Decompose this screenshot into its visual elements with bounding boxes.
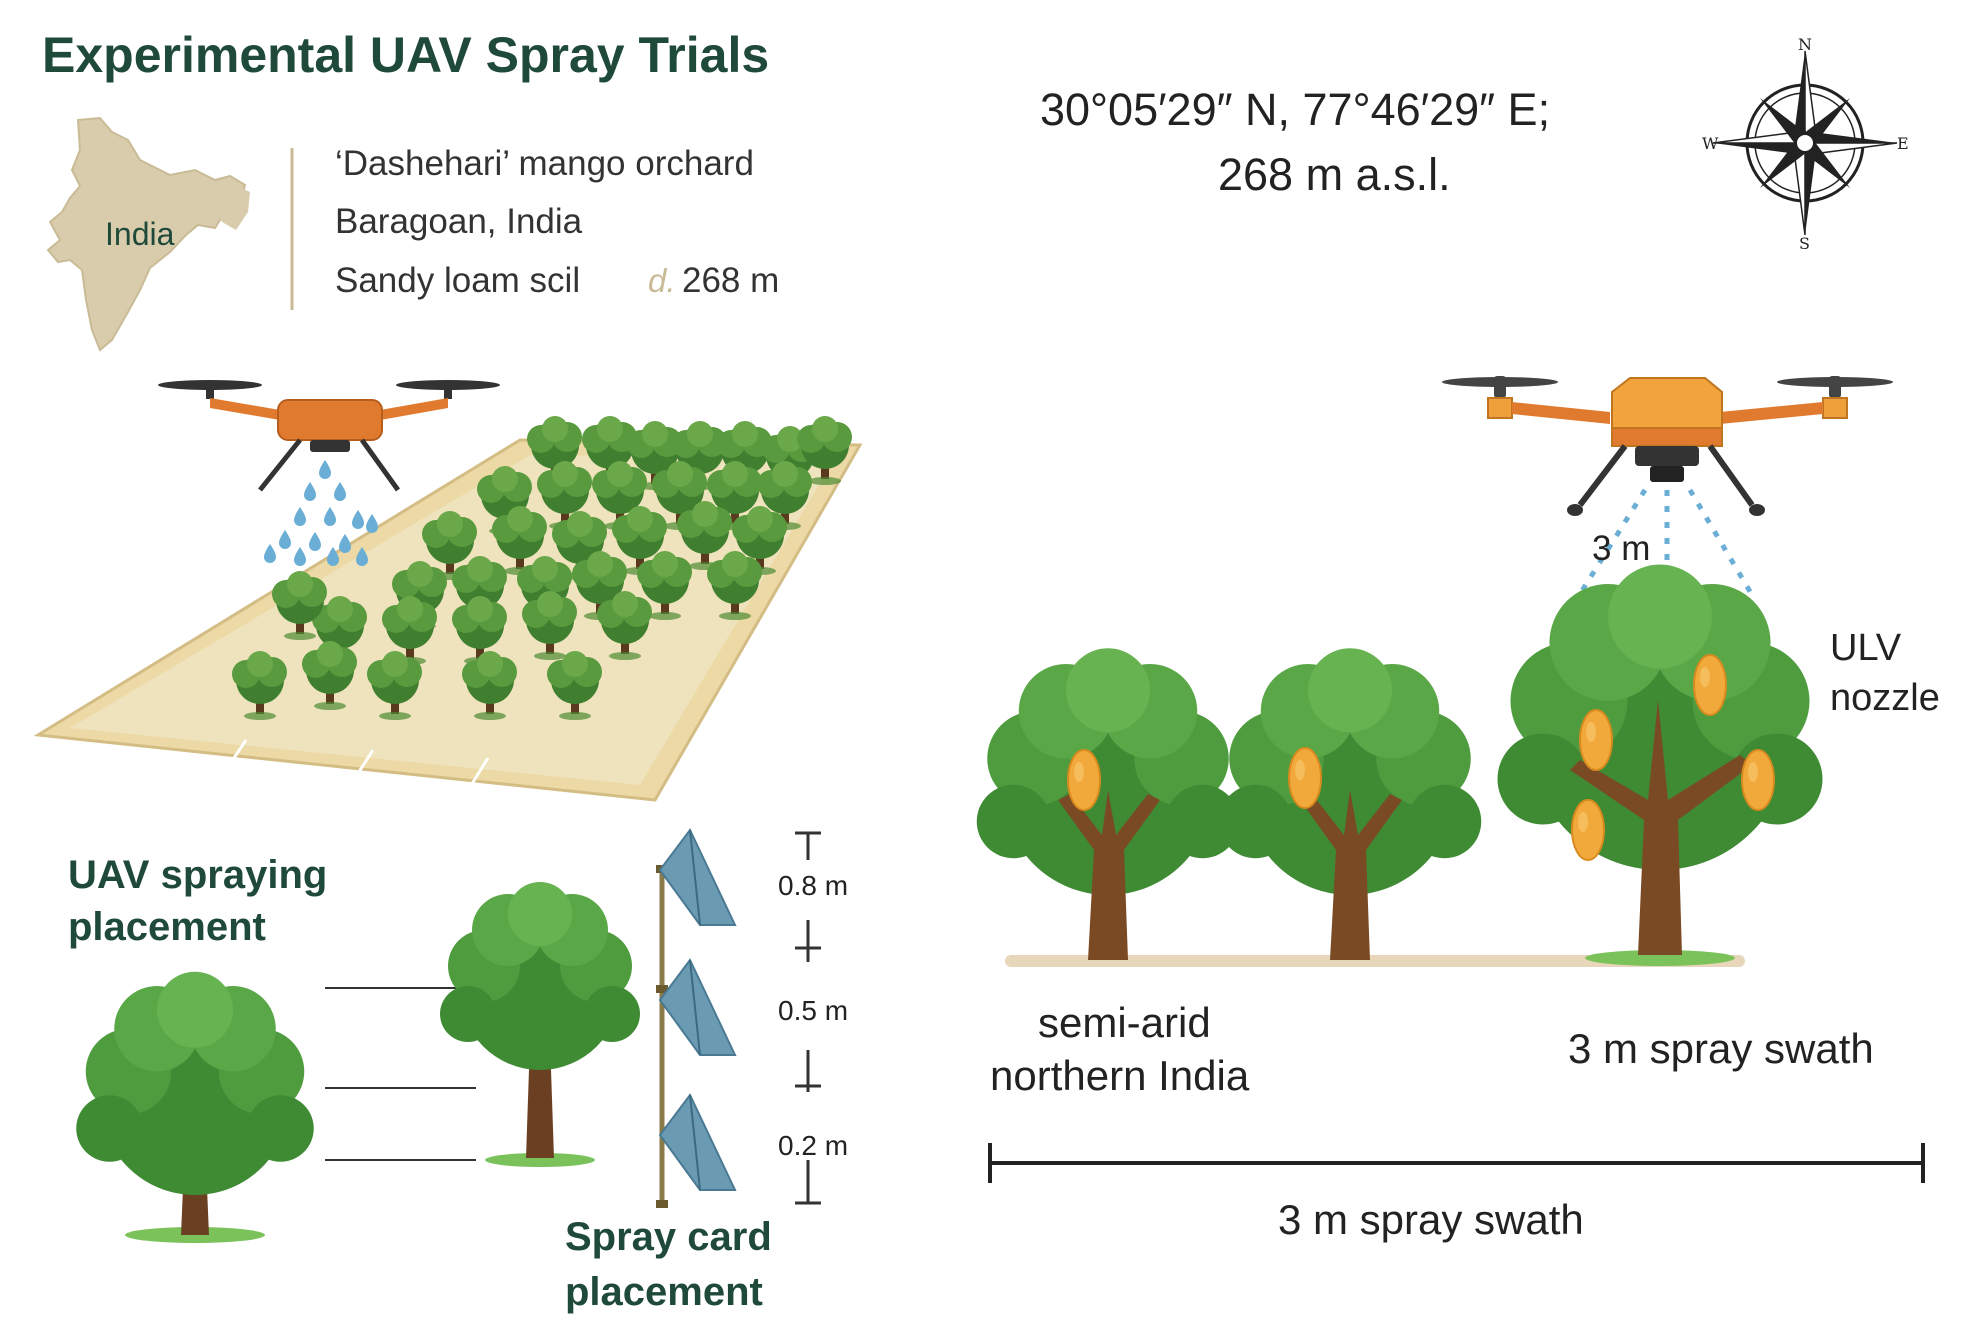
card-height-middle: 0.5 m: [778, 995, 848, 1026]
card-height-top: 0.8 m: [778, 870, 848, 901]
compass-w: W: [1702, 134, 1719, 153]
ulv-nozzle-label: ULV: [1830, 627, 1902, 669]
ulv-nozzle-label-2: nozzle: [1830, 677, 1940, 719]
mango-tree-3: [1497, 564, 1823, 955]
swath-scale-bar: [988, 1143, 1925, 1183]
swath-label-upper: 3 m spray swath: [1568, 1025, 1874, 1072]
ground-strip: [1005, 950, 1745, 967]
uav-spraying-label: UAV spraying: [68, 853, 327, 897]
compass-s: S: [1799, 234, 1810, 253]
stray-glyph: d.: [648, 262, 676, 299]
spray-card-bottom: [659, 1094, 736, 1191]
mango-tree-1: [976, 648, 1240, 960]
tree-middle-left: [440, 882, 640, 1167]
spray-card-top: [659, 829, 736, 926]
uav-drone-icon-left: [158, 380, 500, 492]
india-map: [46, 116, 250, 352]
uav-spraying-label-2: placement: [68, 905, 266, 949]
card-height-bottom: 0.2 m: [778, 1130, 848, 1161]
spray-card-pole: [656, 865, 668, 1208]
page-title: Experimental UAV Spray Trials: [42, 27, 769, 83]
climate-label-2: northern India: [990, 1052, 1250, 1099]
spray-card-label-2: placement: [565, 1270, 763, 1314]
tree-small-left: [76, 971, 314, 1243]
spray-drops-left: [264, 460, 378, 566]
card-height-ruler: [795, 831, 821, 1205]
coordinates-line1: 30°05′29″ N, 77°46′29″ E;: [1040, 84, 1550, 135]
swath-label-lower: 3 m spray swath: [1278, 1196, 1584, 1243]
compass-rose-icon: [1712, 50, 1898, 236]
soil-type: Sandy loam scil: [335, 261, 580, 300]
spray-card-label: Spray card: [565, 1215, 772, 1259]
compass-n: N: [1798, 35, 1812, 54]
orchard-name: ‘Dashehari’ mango orchard: [335, 144, 754, 183]
coordinates-line2: 268 m a.s.l.: [1218, 149, 1451, 200]
spray-height-label: 3 m: [1592, 529, 1650, 568]
site-location: Baragoan, India: [335, 202, 583, 241]
spray-card-middle: [659, 959, 736, 1056]
mango-tree-2: [1218, 648, 1482, 960]
map-label: India: [105, 216, 175, 252]
site-elevation: 268 m: [682, 261, 779, 300]
uav-drone-icon-right: [1442, 376, 1893, 516]
climate-label: semi-arid: [1038, 999, 1211, 1046]
compass-e: E: [1897, 134, 1909, 153]
